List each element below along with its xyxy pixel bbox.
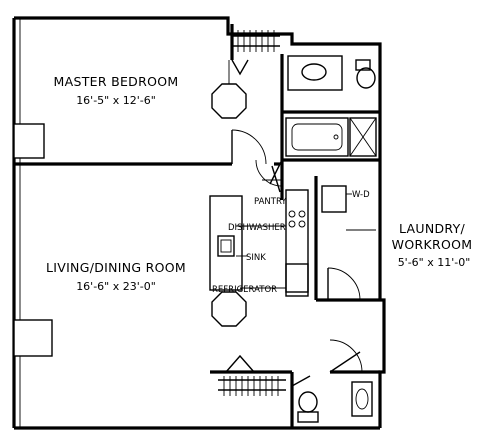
kitchen [209, 165, 309, 297]
bath-toilet [356, 67, 376, 89]
bedroom-octagon-table [211, 83, 247, 119]
refrigerator-label: REFRIGERATOR [212, 285, 277, 295]
master-bedroom-dims: 16'-5" x 12'-6" [76, 94, 156, 107]
sink-label: SINK [246, 253, 266, 263]
bath-sink [301, 63, 327, 81]
exterior-walls [12, 16, 386, 430]
dining-octagon-table [211, 291, 247, 327]
washer-dryer-box [321, 185, 347, 213]
living-dining-dims: 16'-6" x 23'-0" [76, 280, 156, 293]
laundry-dims: 5'-6" x 11'-0" [398, 256, 471, 269]
powder-room [297, 381, 373, 423]
pantry-label: PANTRY [254, 197, 287, 207]
interior-walls [14, 24, 380, 428]
laundry-fixtures [321, 185, 376, 231]
laundry-label-line1: LAUNDRY/ [399, 221, 466, 236]
bedroom-closet [231, 30, 280, 76]
column-lower [13, 319, 53, 357]
column-upper [13, 123, 45, 159]
hall-closet [218, 354, 286, 396]
doors [231, 129, 363, 387]
laundry-label-line2: WORKROOM [392, 237, 473, 252]
living-dining-label: LIVING/DINING ROOM [46, 260, 186, 275]
bathroom-fixtures [285, 55, 377, 157]
master-bedroom-label: MASTER BEDROOM [54, 74, 179, 89]
washer-dryer-label: W-D [352, 190, 370, 200]
dishwasher-label: DISHWASHER [228, 223, 286, 233]
